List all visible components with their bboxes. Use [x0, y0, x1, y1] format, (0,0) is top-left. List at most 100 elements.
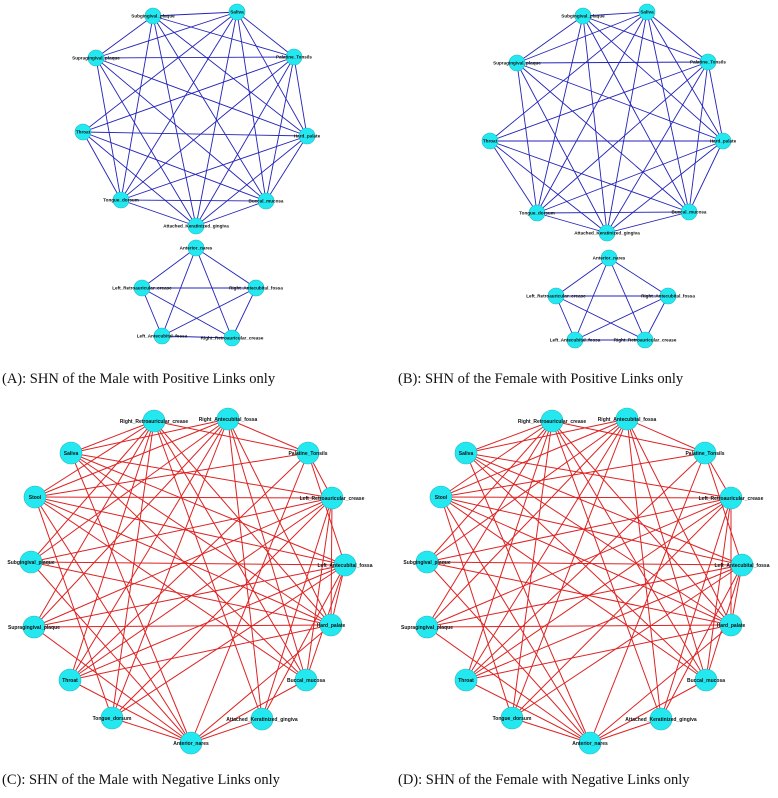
edge-hard-palate--tongue-dorsum	[536, 140, 724, 214]
node-circle	[615, 407, 639, 431]
edge-left-antecubital-fossa--tongue-dorsum	[511, 564, 743, 719]
node-left-antecubital-fossa: Left_Antecubital_fossa	[714, 553, 770, 577]
node-label: Hard_palate	[710, 139, 737, 144]
node-circle	[319, 613, 343, 637]
node-stool: Stool	[429, 485, 453, 509]
node-hard-palate: Hard_palate	[710, 132, 737, 150]
edge-subgingival-plaque--hard-palate	[582, 15, 724, 142]
node-circle	[59, 441, 83, 465]
edge-anterior-nares--left-antecubital-fossa	[161, 247, 197, 337]
edge-group	[489, 11, 724, 341]
edge-right-antecubital-fossa--buccal-mucosa	[227, 418, 307, 681]
node-circle	[250, 707, 274, 731]
network-panel-d: Right_Retroauricular_crease Right_Antecub…	[401, 407, 770, 755]
node-label: Left_Antecubital_fossa	[550, 338, 601, 343]
edge-palatine-tonsils--stool	[34, 452, 309, 498]
edge-right-retroauricular-crease--buccal-mucosa	[551, 420, 707, 681]
node-hard-palate: Hard_palate	[717, 613, 746, 637]
edge-saliva--palatine-tonsils	[236, 11, 295, 58]
node-right-retroauricular-crease: Right_Retroauricular_crease	[120, 409, 188, 433]
node-label: Right_Retroauricular_crease	[201, 336, 264, 341]
node-circle	[133, 279, 151, 297]
node-label: Buccal_mucosa	[672, 210, 707, 215]
node-hard-palate: Hard_palate	[317, 613, 346, 637]
edge-right-retroauricular-crease--stool	[34, 420, 155, 498]
node-anterior-nares: Anterior_nares	[173, 731, 209, 755]
node-label: Attached_Keratinized_gingiva	[574, 231, 640, 236]
edge-stool--tongue-dorsum	[440, 496, 513, 719]
edge-left-antecubital-fossa--supragingival-plaque	[426, 564, 743, 628]
node-anterior-nares: Anterior_nares	[572, 731, 608, 755]
edge-saliva--buccal-mucosa	[236, 11, 267, 202]
edge-supragingival-plaque--buccal-mucosa	[95, 57, 267, 202]
node-label: Attached_Keratinized_gingiva	[625, 717, 697, 723]
edge-right-retroauricular-crease--stool	[440, 420, 553, 498]
edge-supragingival-plaque--attached-keratinized-gingiva	[516, 62, 608, 234]
edge-right-retroauricular-crease--buccal-mucosa	[153, 420, 307, 681]
node-circle	[638, 3, 656, 21]
node-saliva: Saliva	[59, 441, 83, 465]
edge-left-retroauricular-crease--supragingival-plaque	[33, 497, 333, 628]
node-circle	[454, 668, 478, 692]
edge-saliva--supragingival-plaque	[95, 11, 238, 59]
edge-anterior-nares--right-retroauricular-crease	[608, 257, 646, 341]
node-label: Left_Retroauricular_crease	[112, 286, 172, 291]
edge-supragingival-plaque--palatine-tonsils	[95, 56, 295, 59]
caption-panel-d: (D): SHN of the Female with Negative Lin…	[398, 772, 690, 788]
node-right-retroauricular-crease: Right_Retroauricular_crease	[518, 409, 586, 433]
node-circle	[23, 485, 47, 509]
node-throat: Throat	[74, 123, 92, 141]
edge-subgingival-plaque--tongue-dorsum	[536, 15, 584, 214]
edge-palatine-tonsils--throat	[465, 452, 706, 681]
edge-palatine-tonsils--left-antecubital-fossa	[704, 452, 743, 566]
edge-saliva--throat	[489, 11, 648, 142]
node-circle	[578, 731, 602, 755]
edge-palatine-tonsils--buccal-mucosa	[265, 56, 295, 202]
node-label: Hard_palate	[717, 623, 746, 629]
node-tongue-dorsum: Tongue_dorsum	[93, 706, 132, 730]
edge-right-antecubital-fossa--saliva	[465, 418, 628, 454]
node-circle	[574, 7, 592, 25]
node-circle	[659, 287, 677, 305]
node-circle	[228, 3, 246, 21]
node-label: Hard_palate	[294, 134, 321, 139]
node-circle	[112, 191, 130, 209]
edge-palatine-tonsils--buccal-mucosa	[688, 61, 709, 213]
edge-subgingival-plaque--hard-palate	[426, 561, 732, 626]
edge-subgingival-plaque--left-antecubital-fossa	[426, 561, 743, 566]
edge-right-antecubital-fossa--stool	[34, 418, 229, 498]
edge-saliva--anterior-nares	[70, 452, 192, 744]
node-tongue-dorsum: Tongue_dorsum	[493, 706, 532, 730]
node-subgingival-plaque: Subgingival_plaque	[7, 550, 55, 574]
node-label: Supragingival_plaque	[8, 625, 60, 631]
node-subgingival-plaque: Subgingival_plaque	[561, 7, 605, 25]
node-label: Palatine_Tonsils	[288, 451, 327, 457]
node-anterior-nares: Anterior_nares	[180, 239, 213, 257]
edge-saliva--left-antecubital-fossa	[70, 452, 346, 566]
edge-left-antecubital-fossa--attached-keratinized-gingiva	[660, 564, 743, 720]
edge-subgingival-plaque--tongue-dorsum	[120, 15, 154, 201]
edge-saliva--anterior-nares	[465, 452, 591, 744]
caption-panel-b: (B): SHN of the Female with Positive Lin…	[398, 371, 684, 387]
node-label: Subgingival_plaque	[131, 14, 175, 19]
node-attached-keratinized-gingiva: Attached_Keratinized_gingiva	[163, 217, 229, 235]
node-left-antecubital-fossa: Left_Antecubital_fossa	[317, 553, 373, 577]
node-label: Supragingival_plaque	[401, 625, 453, 631]
node-circle	[694, 668, 718, 692]
edge-right-antecubital-fossa--hard-palate	[227, 418, 332, 626]
node-circle	[649, 707, 673, 731]
node-right-antecubital-fossa: Right_Antecubital_fossa	[598, 407, 657, 431]
node-circle	[294, 668, 318, 692]
node-label: Stool	[29, 495, 42, 501]
edge-throat--attached-keratinized-gingiva	[489, 140, 608, 234]
node-circle	[187, 239, 205, 257]
node-circle	[680, 203, 698, 221]
node-circle	[298, 127, 316, 145]
node-circle	[74, 123, 92, 141]
node-supragingival-plaque: Supragingival_plaque	[493, 54, 541, 72]
node-palatine-tonsils: Palatine_Tonsils	[690, 53, 726, 71]
edge-right-antecubital-fossa--left-antecubital-fossa	[161, 287, 257, 337]
edge-tongue-dorsum--anterior-nares	[511, 717, 591, 744]
node-label: Palatine_Tonsils	[276, 55, 312, 60]
